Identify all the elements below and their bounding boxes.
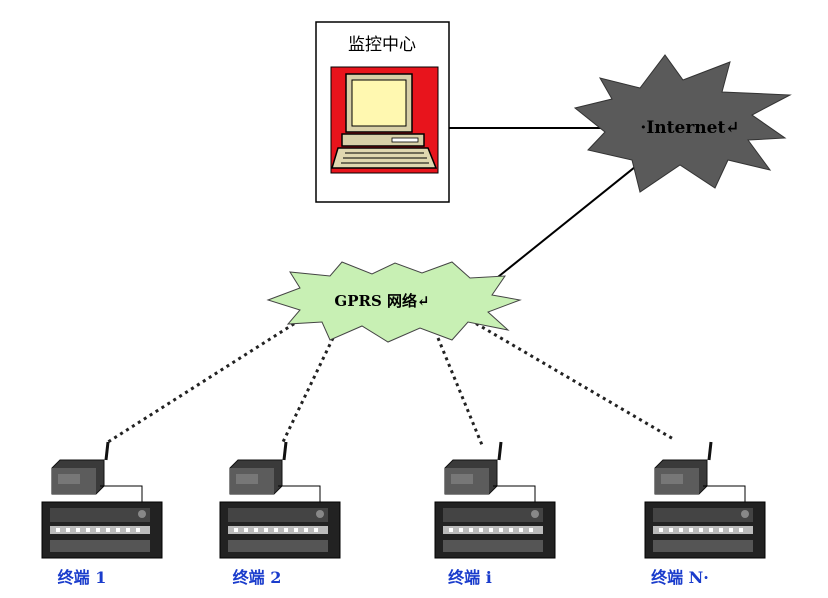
wireless-link-2 <box>281 337 335 443</box>
monitor-center-label: 监控中心 <box>348 35 416 55</box>
terminal-4: 终端 N· <box>643 440 767 587</box>
internet-cloud: ·Internet↵ <box>573 54 792 193</box>
terminal-1-label: 终端 1 <box>58 568 107 587</box>
terminal-1: 终端 1 <box>40 440 164 587</box>
link-gprs-internet <box>487 162 641 286</box>
computer-icon <box>330 66 439 174</box>
internet-label: ·Internet↵ <box>640 118 739 138</box>
wireless-link-3 <box>436 337 484 446</box>
terminal-2: 终端 2 <box>218 440 342 587</box>
wireless-link-4 <box>469 318 676 442</box>
wireless-link-1 <box>107 318 301 444</box>
terminal-2-label: 终端 2 <box>233 568 282 587</box>
terminal-3: 终端 i <box>433 440 557 587</box>
monitor-center: 监控中心 <box>315 21 450 203</box>
terminal-4-label: 终端 N· <box>651 568 709 587</box>
gprs-label: GPRS 网络↵ <box>334 292 429 310</box>
terminal-3-label: 终端 i <box>448 568 492 587</box>
gprs-cloud: GPRS 网络↵ <box>266 261 522 343</box>
wireless-links <box>107 318 676 446</box>
